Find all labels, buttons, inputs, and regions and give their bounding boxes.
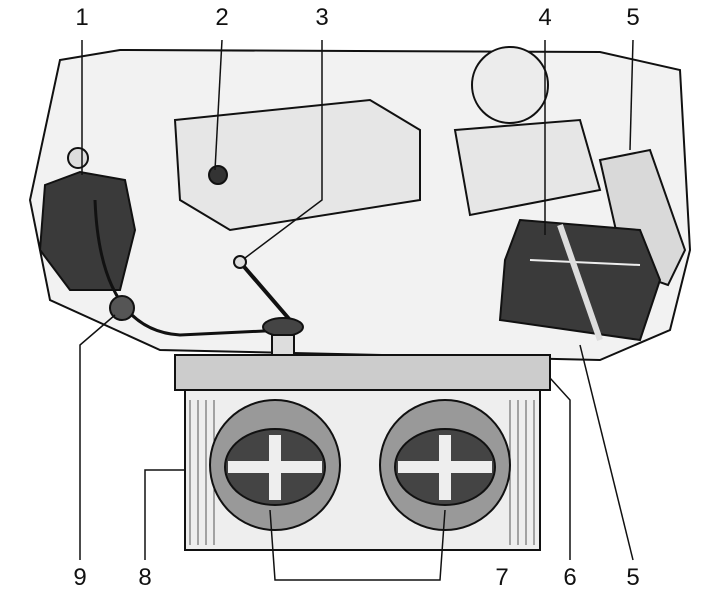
callout-5-bottom: 5	[626, 564, 640, 591]
reservoir-cap	[109, 295, 135, 321]
callout-8: 8	[138, 564, 152, 591]
cooling-fans	[209, 399, 511, 531]
engine-cover	[173, 98, 421, 232]
callout-4: 4	[538, 4, 552, 31]
radiator	[174, 354, 551, 391]
callout-5-top: 5	[626, 4, 640, 31]
callout-7: 7	[495, 564, 509, 591]
callout-9: 9	[73, 564, 87, 591]
radiator-cap	[262, 317, 304, 337]
callout-3: 3	[315, 4, 329, 31]
callout-6: 6	[563, 564, 577, 591]
washer-cap	[67, 147, 89, 169]
callout-2: 2	[215, 4, 229, 31]
dipstick	[238, 260, 292, 322]
air-cleaner	[453, 118, 602, 217]
callout-1: 1	[75, 4, 89, 31]
coolant-reservoir	[38, 170, 137, 291]
leader-lines	[79, 39, 634, 581]
oil-filler-cap	[208, 165, 228, 185]
brake-booster	[471, 46, 549, 124]
